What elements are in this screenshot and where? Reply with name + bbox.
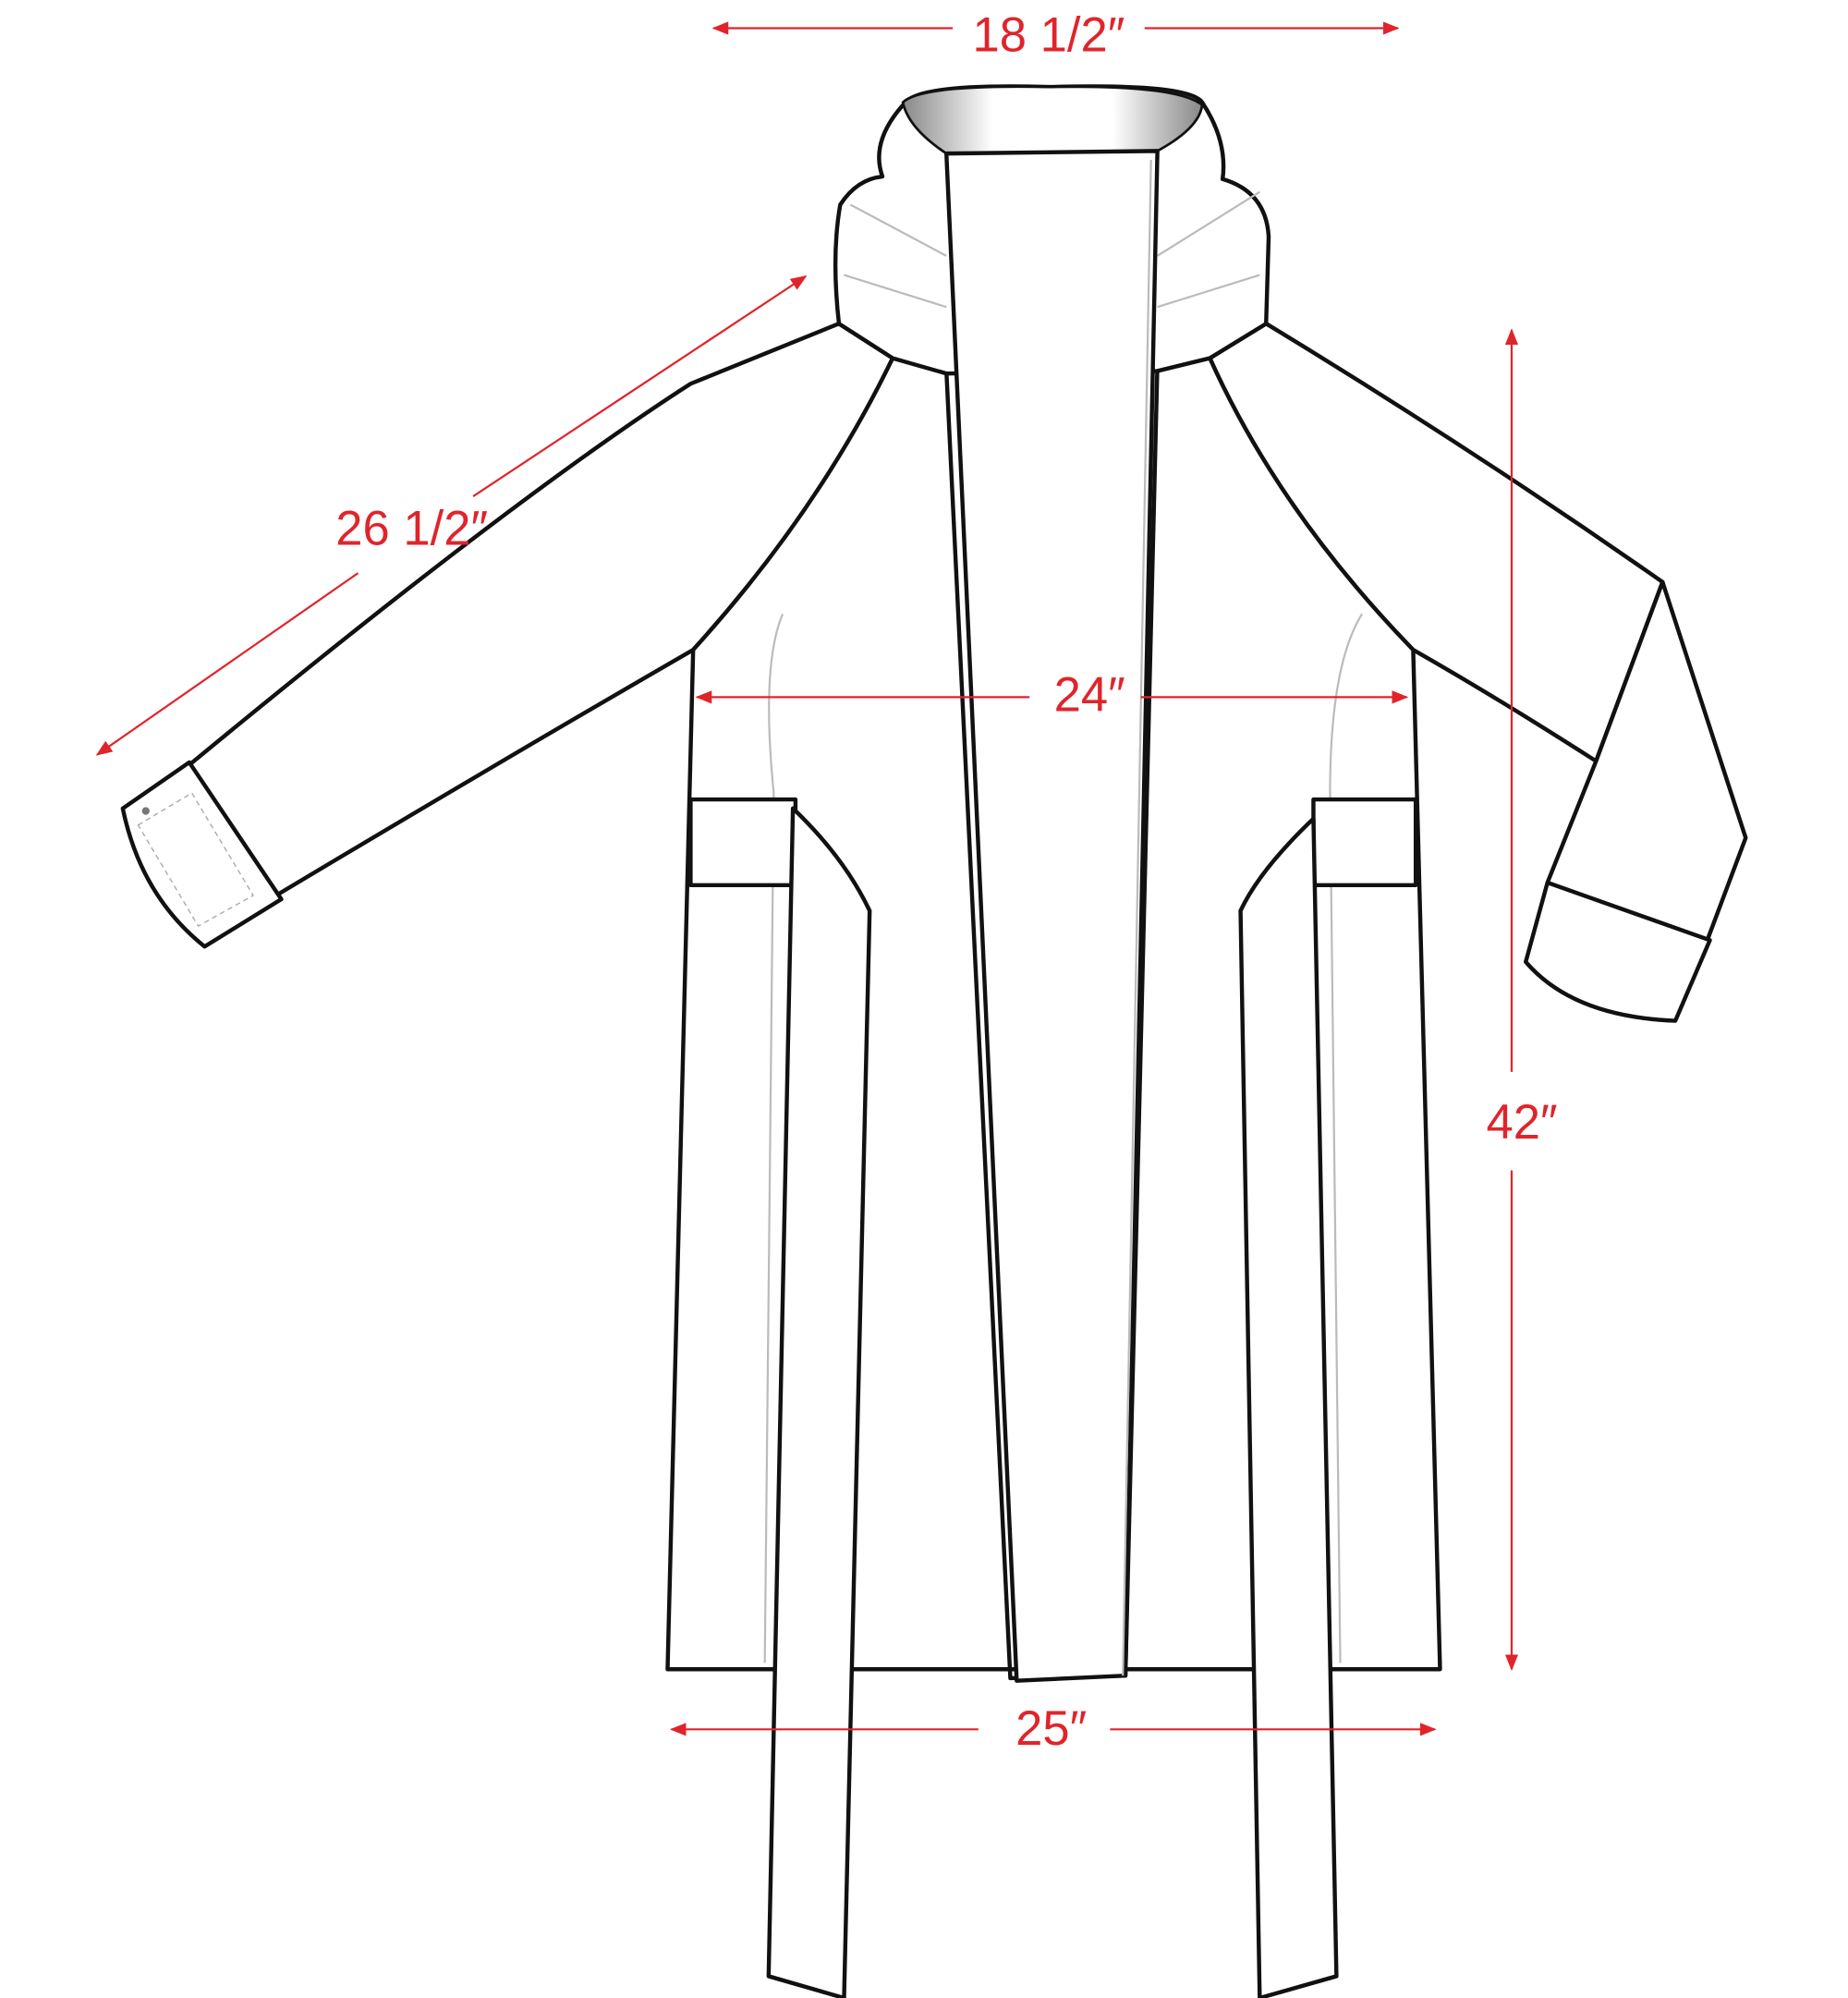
coat bbox=[120, 84, 1748, 1998]
belt-loop-left bbox=[688, 797, 798, 888]
sleeve-dim-line-lower bbox=[95, 572, 359, 756]
left-cuff bbox=[120, 760, 284, 949]
shoulder-width-label: 18 1/2″ bbox=[973, 7, 1125, 62]
measurements: 18 1/2″ 26 1/2″ 24″ 42″ 25″ bbox=[95, 7, 1558, 1756]
sleeve-length-label: 26 1/2″ bbox=[335, 502, 488, 556]
cuff-snap bbox=[141, 807, 150, 815]
belt-left bbox=[766, 806, 872, 1998]
right-cuff bbox=[1523, 880, 1712, 1023]
belt-right bbox=[1238, 816, 1339, 1998]
chest-width-label: 24″ bbox=[1054, 668, 1125, 723]
belt-loop-right bbox=[1311, 797, 1418, 888]
sleeve-dim-line-upper bbox=[472, 275, 808, 497]
body-length-label: 42″ bbox=[1487, 1095, 1558, 1150]
hem-width-label: 25″ bbox=[1015, 1701, 1087, 1756]
front-placket bbox=[944, 149, 1160, 1683]
